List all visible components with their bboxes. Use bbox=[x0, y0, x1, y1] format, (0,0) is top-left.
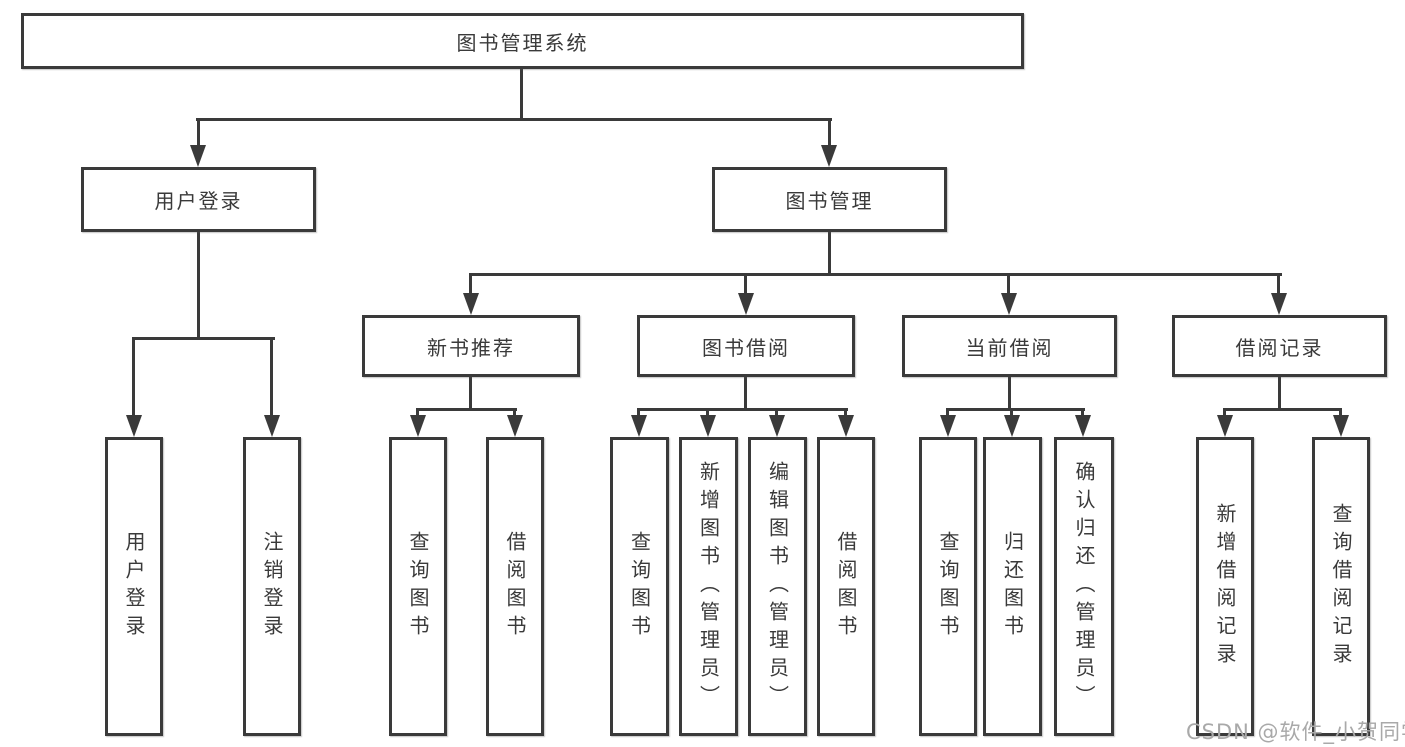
arrow-down-icon bbox=[940, 415, 956, 437]
arrow-down-icon bbox=[410, 415, 426, 437]
connector-line bbox=[1223, 408, 1342, 411]
node-root: 图书管理系统 bbox=[21, 13, 1024, 69]
arrow-down-icon bbox=[190, 145, 206, 167]
connector-line bbox=[1007, 273, 1010, 309]
leaf-label: 归还图书 bbox=[1000, 530, 1025, 643]
arrow-down-icon bbox=[769, 415, 785, 437]
leaf-label: 编辑图书（管理员） bbox=[765, 460, 790, 713]
leaf-label: 新增借阅记录 bbox=[1213, 502, 1237, 671]
leaf-label: 借阅图书 bbox=[503, 530, 527, 643]
connector-line bbox=[744, 377, 747, 411]
leaf-add-books-admin: 新增图书（管理员） bbox=[679, 437, 738, 736]
connector-line bbox=[132, 337, 135, 432]
connector-line bbox=[1277, 273, 1280, 309]
node-current-borrow: 当前借阅 bbox=[902, 315, 1117, 377]
leaf-edit-books-admin: 编辑图书（管理员） bbox=[748, 437, 807, 736]
leaf-query-borrow-record: 查询借阅记录 bbox=[1312, 437, 1370, 736]
leaf-logout: 注销登录 bbox=[243, 437, 301, 736]
leaf-confirm-return-admin: 确认归还（管理员） bbox=[1054, 437, 1114, 736]
connector-line bbox=[946, 408, 1085, 411]
leaf-borrow-books: 借阅图书 bbox=[817, 437, 875, 736]
leaf-label: 查询图书 bbox=[406, 530, 430, 643]
leaf-label: 用户登录 bbox=[122, 530, 146, 643]
arrow-down-icon bbox=[1075, 415, 1091, 437]
arrow-down-icon bbox=[1271, 293, 1287, 315]
leaf-user-login: 用户登录 bbox=[105, 437, 163, 736]
arrow-down-icon bbox=[738, 293, 754, 315]
node-new-book-recommend: 新书推荐 bbox=[362, 315, 580, 377]
connector-line bbox=[197, 118, 200, 158]
node-user-login: 用户登录 bbox=[81, 167, 316, 232]
arrow-down-icon bbox=[463, 293, 479, 315]
connector-line bbox=[196, 118, 832, 121]
arrow-down-icon bbox=[821, 145, 837, 167]
arrow-down-icon bbox=[264, 415, 280, 437]
arrow-down-icon bbox=[507, 415, 523, 437]
connector-line bbox=[132, 337, 275, 340]
leaf-query-books-recommend: 查询图书 bbox=[389, 437, 447, 736]
arrow-down-icon bbox=[838, 415, 854, 437]
leaf-label: 注销登录 bbox=[260, 530, 284, 643]
node-book-borrow: 图书借阅 bbox=[637, 315, 855, 377]
node-borrow-records: 借阅记录 bbox=[1172, 315, 1387, 377]
connector-line bbox=[197, 232, 200, 340]
leaf-borrow-books-recommend: 借阅图书 bbox=[486, 437, 544, 736]
arrow-down-icon bbox=[631, 415, 647, 437]
watermark: CSDN @软件_小贺同学 bbox=[1186, 720, 1405, 744]
leaf-query-books-borrow: 查询图书 bbox=[610, 437, 669, 736]
arrow-down-icon bbox=[126, 415, 142, 437]
leaf-label: 确认归还（管理员） bbox=[1072, 460, 1096, 713]
arrow-down-icon bbox=[1333, 415, 1349, 437]
connector-line bbox=[828, 232, 831, 276]
leaf-label: 查询图书 bbox=[627, 530, 652, 643]
node-book-management: 图书管理 bbox=[712, 167, 947, 232]
leaf-label: 查询图书 bbox=[936, 530, 960, 643]
arrow-down-icon bbox=[1217, 415, 1233, 437]
connector-line bbox=[1008, 377, 1011, 411]
connector-line bbox=[469, 273, 1282, 276]
connector-line bbox=[270, 337, 273, 432]
arrow-down-icon bbox=[700, 415, 716, 437]
arrow-down-icon bbox=[1001, 293, 1017, 315]
connector-line bbox=[520, 69, 523, 121]
connector-line bbox=[416, 408, 517, 411]
connector-line bbox=[1278, 377, 1281, 411]
connector-line bbox=[469, 273, 472, 309]
leaf-label: 查询借阅记录 bbox=[1329, 502, 1353, 671]
connector-line bbox=[828, 118, 831, 158]
leaf-add-borrow-record: 新增借阅记录 bbox=[1196, 437, 1254, 736]
leaf-label: 新增图书（管理员） bbox=[696, 460, 721, 713]
connector-line bbox=[744, 273, 747, 309]
leaf-query-books-current: 查询图书 bbox=[919, 437, 977, 736]
arrow-down-icon bbox=[1004, 415, 1020, 437]
connector-line bbox=[469, 377, 472, 411]
leaf-label: 借阅图书 bbox=[834, 530, 858, 643]
leaf-return-books: 归还图书 bbox=[983, 437, 1042, 736]
connector-line bbox=[637, 408, 848, 411]
